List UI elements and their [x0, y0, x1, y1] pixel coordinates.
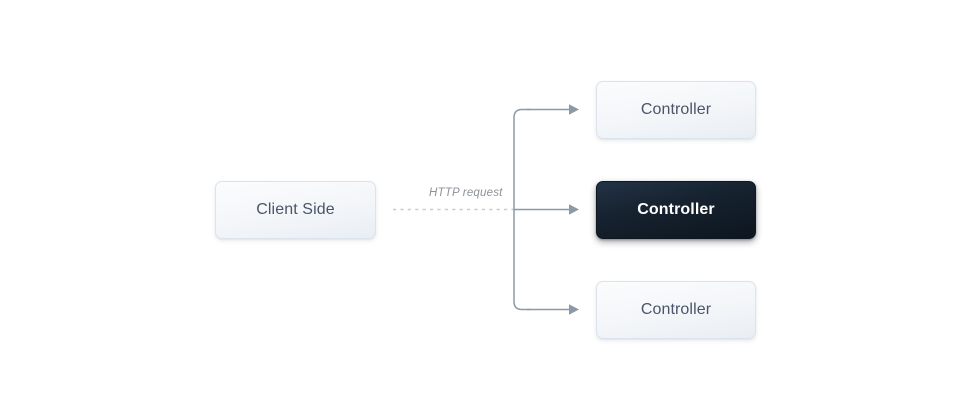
edge-label-http-request: HTTP request: [429, 187, 503, 199]
node-controller-bottom-label: Controller: [640, 301, 712, 318]
branch-bottom-arrowhead: [569, 304, 579, 315]
node-controller-top-label: Controller: [640, 101, 712, 118]
node-client-side[interactable]: Client Side: [215, 181, 376, 239]
branch-middle-arrowhead: [569, 204, 579, 215]
node-controller-bottom[interactable]: Controller: [596, 281, 756, 339]
node-controller-active[interactable]: Controller: [596, 181, 756, 239]
node-client-side-label: Client Side: [256, 201, 335, 218]
branch-top-arrowhead: [569, 104, 579, 115]
branch-trunk: [513, 108, 531, 311]
node-controller-top[interactable]: Controller: [596, 81, 756, 139]
node-controller-active-label: Controller: [637, 201, 715, 218]
